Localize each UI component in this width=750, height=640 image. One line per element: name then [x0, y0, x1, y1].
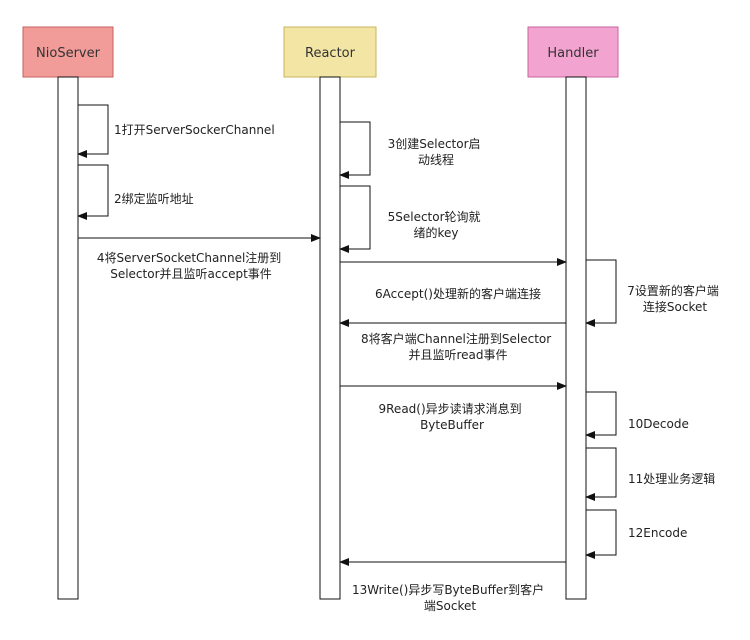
message-4-line-2: Selector并且监听accept事件: [110, 267, 272, 281]
message-8-line-2: 并且监听read事件: [408, 348, 507, 362]
message-3-line-2: 动线程: [418, 152, 454, 167]
message-8-label: 8将客户端Channel注册到Selector 并且监听read事件: [361, 331, 555, 362]
message-5-arrow: [339, 185, 371, 253]
message-6-label: 6Accept()处理新的客户端连接: [375, 286, 541, 301]
message-1-label: 1打开ServerSockerChannel: [114, 123, 275, 137]
message-9-label: 9Read()异步读请求消息到 ByteBuffer: [379, 401, 526, 432]
message-13-line-1: 13Write()异步写ByteBuffer到客户: [352, 582, 544, 597]
actor-handler: Handler: [527, 26, 619, 78]
message-4-label: 4将ServerSocketChannel注册到 Selector并且监听acc…: [97, 250, 285, 281]
message-5-label: 5Selector轮询就 绪的key: [388, 210, 485, 240]
message-3-arrow: [339, 121, 371, 179]
message-10-label: 10Decode: [628, 417, 689, 431]
message-7-label: 7设置新的客户端 连接Socket: [627, 283, 722, 314]
message-13-label: 13Write()异步写ByteBuffer到客户 端Socket: [352, 582, 548, 613]
message-4-line-1: 4将ServerSocketChannel注册到: [97, 250, 281, 265]
lifeline-reactor: [319, 76, 341, 600]
message-7-line-1: 7设置新的客户端: [627, 283, 719, 298]
message-11-label: 11处理业务逻辑: [628, 471, 715, 486]
actor-handler-box: [527, 26, 619, 78]
lifeline-nioserver: [57, 76, 79, 600]
message-5-line-1: 5Selector轮询就: [388, 210, 481, 224]
message-3-label: 3创建Selector启 动线程: [388, 137, 485, 167]
actor-reactor-label: Reactor: [305, 46, 356, 61]
message-9-line-2: ByteBuffer: [420, 418, 484, 432]
actor-reactor: Reactor: [283, 26, 377, 78]
message-2-label: 2绑定监听地址: [114, 191, 194, 206]
message-12-label: 12Encode: [628, 526, 687, 540]
message-8-line-1: 8将客户端Channel注册到Selector: [361, 331, 551, 346]
message-2-arrow: [77, 164, 109, 220]
message-13-line-2: 端Socket: [424, 599, 476, 613]
message-7-line-2: 连接Socket: [643, 299, 707, 314]
message-9-line-1: 9Read()异步读请求消息到: [379, 401, 522, 416]
message-5-line-2: 绪的key: [413, 225, 458, 240]
message-1-arrow: [77, 104, 109, 158]
message-7-arrow: [585, 259, 617, 327]
message-10-arrow: [585, 391, 617, 439]
actor-handler-label: Handler: [547, 46, 599, 61]
actor-nioserver: NioServer: [22, 26, 114, 78]
actor-nioserver-box: [22, 26, 114, 78]
message-11-arrow: [585, 447, 617, 501]
actor-reactor-box: [283, 26, 377, 78]
lifeline-handler: [565, 76, 587, 600]
message-3-line-1: 3创建Selector启: [388, 137, 481, 151]
actor-nioserver-label: NioServer: [36, 46, 101, 61]
message-12-arrow: [585, 509, 617, 559]
